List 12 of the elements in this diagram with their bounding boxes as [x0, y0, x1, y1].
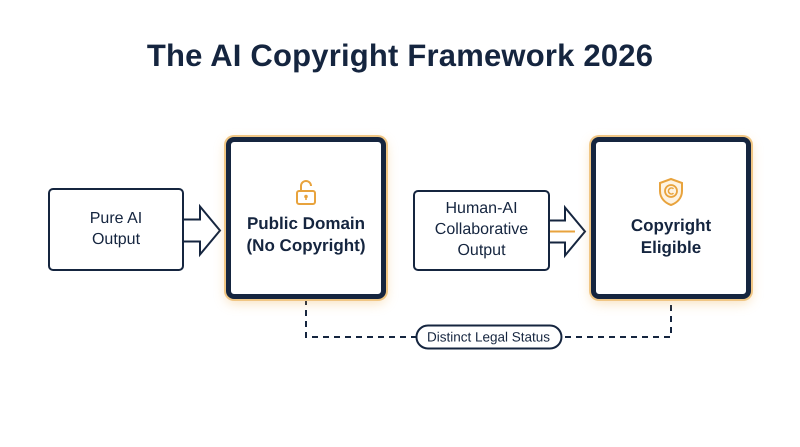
block-arrow	[548, 204, 586, 258]
box-label: Public Domain (No Copyright)	[246, 212, 366, 257]
box-label: Copyright Eligible	[630, 214, 712, 259]
input-box	[413, 190, 550, 271]
box-label: Human-AI Collaborative Output	[434, 199, 530, 261]
diagram-title: The AI Copyright Framework 2026	[146, 38, 654, 74]
edge-label: Distinct Legal Status	[414, 324, 562, 350]
outcome-box	[226, 137, 386, 299]
box-label: Pure AI Output	[88, 208, 144, 250]
input-box	[48, 188, 184, 271]
block-arrow	[182, 204, 222, 258]
outcome-box	[591, 137, 751, 299]
